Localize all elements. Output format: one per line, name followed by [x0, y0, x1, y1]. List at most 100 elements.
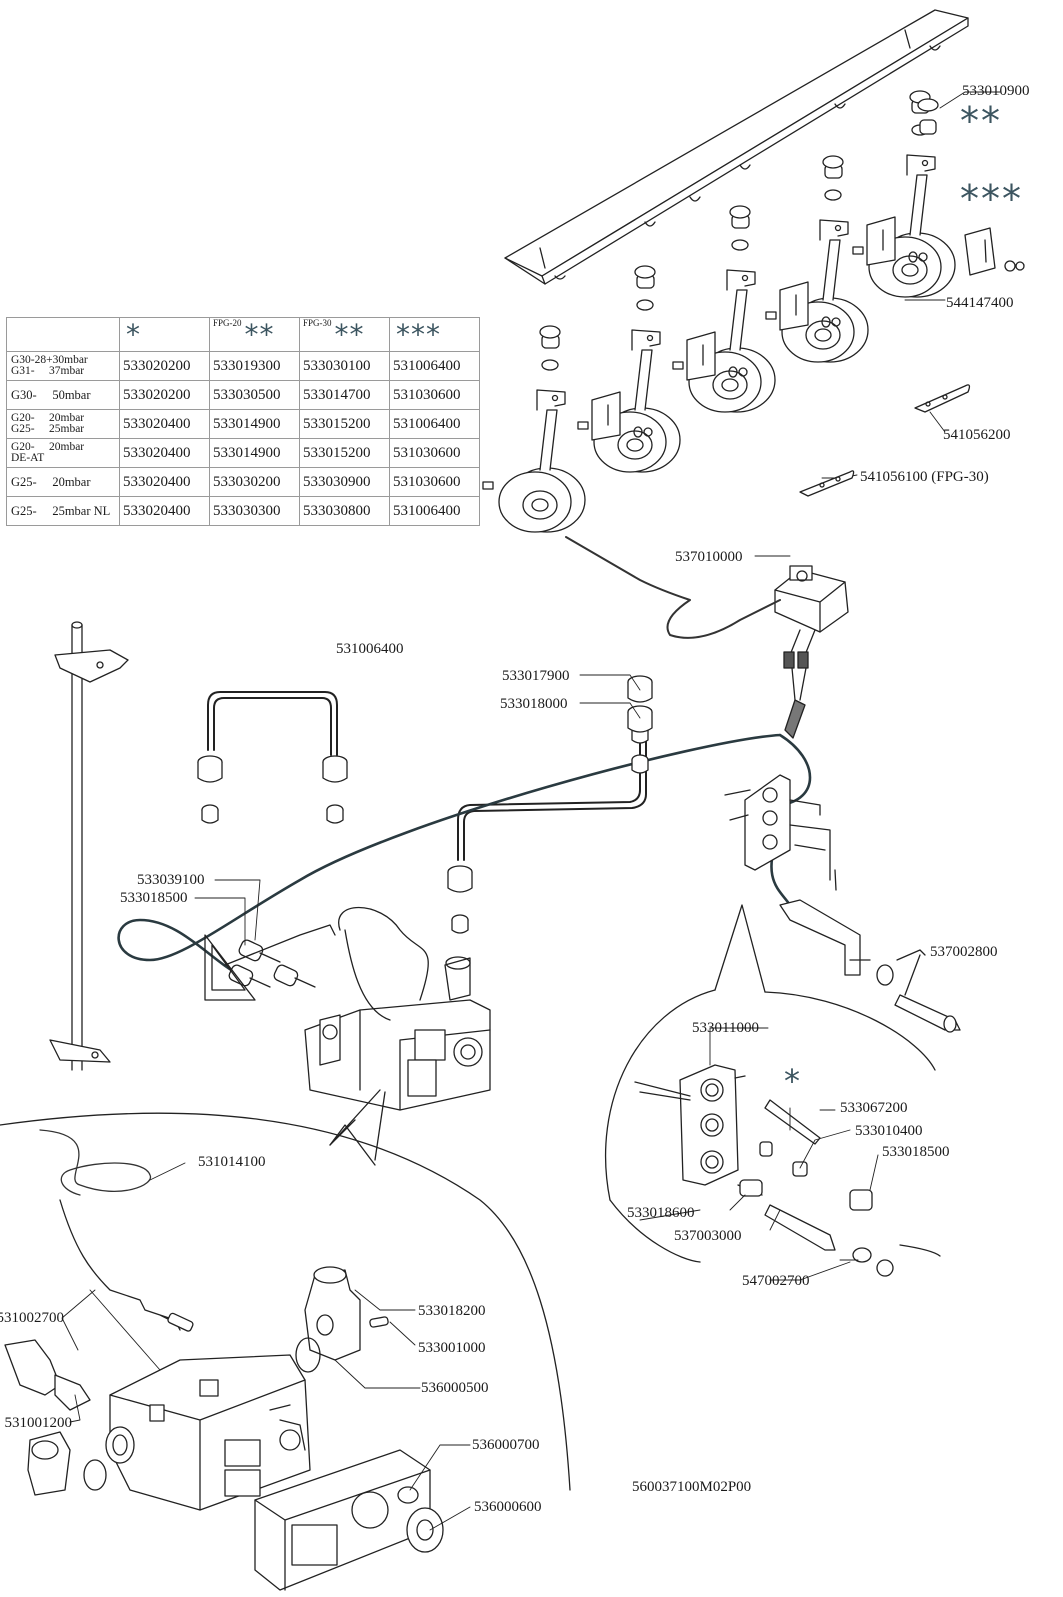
part-number-cell: 533020400 — [119, 496, 210, 526]
label-533018000: 533018000 — [500, 696, 568, 712]
fittings — [197, 675, 653, 988]
table-corner — [6, 317, 120, 352]
label-544147400: 544147400 — [946, 295, 1014, 311]
part-number-cell: 531030600 — [389, 467, 480, 497]
burner-unit — [672, 205, 776, 413]
burner-rail — [504, 9, 969, 285]
gas-valve — [304, 907, 491, 1161]
label-537010000: 537010000 — [675, 549, 743, 565]
label-531002700: 531002700 — [0, 1311, 64, 1326]
header-fpg30: FPG-30** — [299, 317, 390, 352]
fitting-nut — [447, 865, 473, 934]
gas-type-cell: G25- 20mbar — [6, 467, 120, 497]
part-number-cell: 533015200 — [299, 409, 390, 439]
fitting-nut — [322, 755, 348, 824]
part-number-cell: 533014900 — [209, 409, 300, 439]
marker-double-star: ** — [960, 99, 1002, 143]
part-number-cell: 533030800 — [299, 496, 390, 526]
part-number-cell: 533020200 — [119, 351, 210, 381]
gas-line-2: DE-AT — [11, 452, 45, 464]
label-536000600: 536000600 — [474, 1499, 542, 1515]
part-number-cell: 531006400 — [389, 351, 480, 381]
clip-541056100 — [799, 470, 855, 497]
header-injector: * — [119, 317, 210, 352]
label-537003000: 537003000 — [674, 1228, 742, 1244]
label-533011000: 533011000 — [692, 1020, 759, 1036]
label-533010900: 533010900 — [962, 83, 1030, 99]
label-533067200: 533067200 — [840, 1100, 908, 1116]
part-number-cell: 533030200 — [209, 467, 300, 497]
label-533039100: 533039100 — [137, 872, 205, 888]
header-fpg20: FPG-20** — [209, 317, 300, 352]
callout-bubble — [605, 904, 941, 1263]
rod-assembly — [49, 621, 129, 1071]
label-533018200: 533018200 — [418, 1303, 486, 1319]
clip-541056200 — [914, 384, 971, 413]
part-number-cell: 533030500 — [209, 380, 300, 410]
fitting-nut — [627, 705, 653, 774]
label-536000500: 536000500 — [421, 1380, 489, 1396]
pilot-pipe — [207, 691, 647, 861]
label-541056200: 541056200 — [943, 427, 1011, 443]
label-531001200: 531001200 — [4, 1416, 73, 1431]
drawing-number: 560037100M02P00 — [632, 1479, 752, 1495]
pilot-detail — [634, 1064, 894, 1277]
part-number-cell: 531006400 — [389, 496, 480, 526]
loose-bracket — [917, 98, 1025, 276]
burner-units — [482, 90, 1025, 533]
part-number-cell: 531030600 — [389, 438, 480, 468]
marker-triple-star: *** — [960, 177, 1023, 221]
burner-unit — [577, 265, 681, 473]
label-533017900: 533017900 — [502, 668, 570, 684]
label-533018500-top: 533018500 — [120, 890, 188, 906]
gas-type-cell: G25- 25mbar NL — [6, 496, 120, 526]
part-number-cell: 533020400 — [119, 438, 210, 468]
label-547002700: 547002700 — [742, 1273, 810, 1289]
valve-detail — [4, 1129, 444, 1591]
gas-line-2: G25- 25mbar — [11, 423, 85, 435]
gas-line-2: G31- 37mbar — [11, 365, 85, 377]
gas-line-1: G30- 50mbar — [11, 387, 91, 402]
thermostat-537010000 — [565, 536, 849, 739]
label-533001000: 533001000 — [418, 1340, 486, 1356]
leader-lines-bottom — [61, 674, 641, 1531]
fitting-nut — [627, 675, 653, 744]
label-541056100: 541056100 (FPG-30) — [860, 469, 989, 485]
burner-unit — [482, 325, 586, 533]
part-number-cell: 533015200 — [299, 438, 390, 468]
label-537002800: 537002800 — [930, 944, 998, 960]
pilot-bracket — [204, 924, 336, 1001]
part-number-cell: 531030600 — [389, 380, 480, 410]
part-number-cell: 533020200 — [119, 380, 210, 410]
part-number-cell: 533014900 — [209, 438, 300, 468]
part-number-cell: 531006400 — [389, 409, 480, 439]
burner-unit — [765, 155, 869, 363]
pilot-assembly — [724, 774, 961, 1033]
gas-type-cell: G30- 50mbar — [6, 380, 120, 410]
part-number-cell: 533014700 — [299, 380, 390, 410]
part-number-cell: 533020400 — [119, 467, 210, 497]
gas-line-1: G25- 20mbar — [11, 474, 91, 489]
gas-line-1: G20- 20mbar — [11, 411, 85, 424]
label-536000700: 536000700 — [472, 1437, 540, 1453]
part-number-cell: 533020400 — [119, 409, 210, 439]
pilot-fitting — [273, 964, 316, 988]
marker-single-star: * — [784, 1062, 802, 1100]
label-533018500-right: 533018500 — [882, 1144, 950, 1160]
burner-unit — [852, 90, 956, 298]
leader-lines-right — [639, 1027, 879, 1281]
gas-line-1: G25- 25mbar NL — [11, 503, 111, 518]
gas-line-1: G20- 20mbar — [11, 440, 85, 453]
label-531006400: 531006400 — [336, 641, 404, 657]
